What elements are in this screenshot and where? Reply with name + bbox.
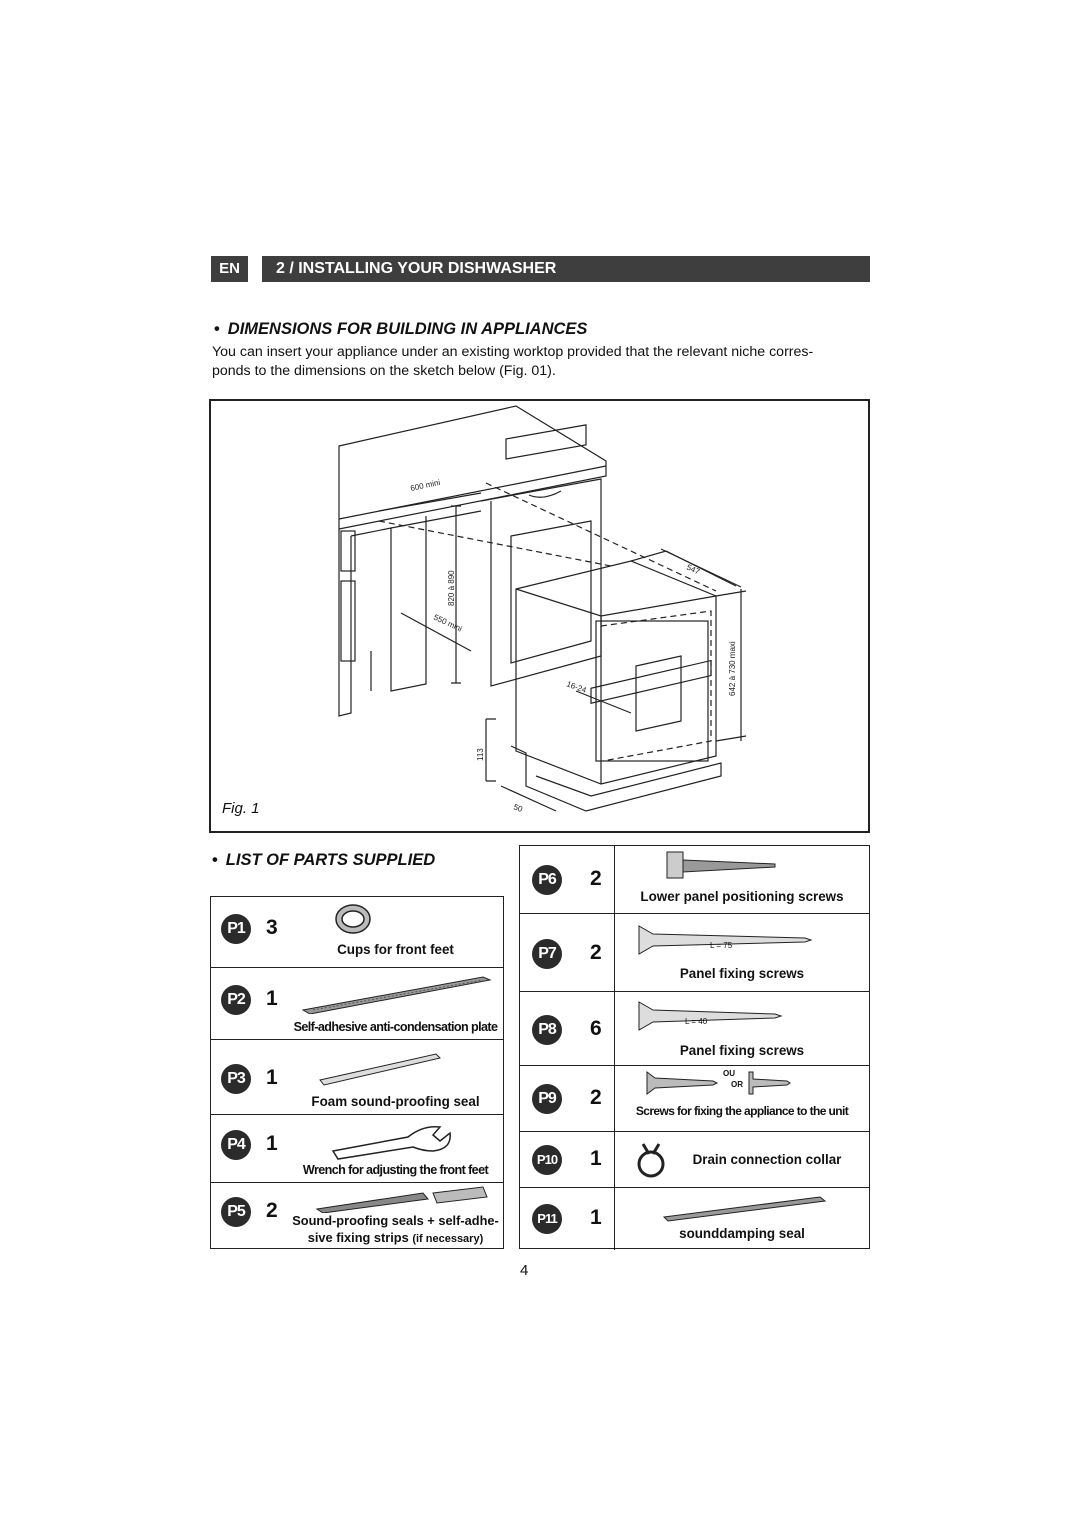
part-description: Wrench for adjusting the front feet xyxy=(288,1115,503,1182)
dim-plinth-height: 113 xyxy=(476,748,485,761)
part-row-p4: P4 1 Wrench for adjusting the front feet xyxy=(211,1115,503,1183)
part-description: Foam sound-proofing seal xyxy=(288,1040,503,1114)
intro-line-1: You can insert your appliance under an e… xyxy=(212,344,814,360)
part-label: Screws for fixing the appliance to the u… xyxy=(635,1104,849,1118)
part-description: L = 40 Panel fixing screws xyxy=(614,992,869,1065)
part-description: Self-adhesive anti-condensation plate xyxy=(288,968,503,1039)
part-row-p1: P1 3 Cups for front feet xyxy=(211,897,503,968)
drain-collar-icon xyxy=(637,1143,665,1178)
foot-cup-icon xyxy=(335,904,371,934)
page-number: 4 xyxy=(520,1262,529,1279)
dim-appliance-depth: 547 xyxy=(685,563,701,577)
part-qty: 2 xyxy=(590,941,602,964)
screw-length: L = 75 xyxy=(710,941,733,950)
language-badge: EN xyxy=(211,256,248,282)
parts-heading-text: LIST OF PARTS SUPPLIED xyxy=(225,851,436,869)
part-qty: 3 xyxy=(266,916,278,939)
part-id-badge: P1 xyxy=(221,914,251,944)
screw-length: L = 40 xyxy=(685,1017,708,1026)
fixing-screw-icon xyxy=(646,1071,719,1095)
part-row-p5: P5 2 Sound-proofing seals + self-adhe- s… xyxy=(211,1183,503,1250)
part-id-badge: P8 xyxy=(532,1015,562,1045)
dimensions-heading-text: DIMENSIONS FOR BUILDING IN APPLIANCES xyxy=(227,320,588,338)
part-row-p9: P9 2 OU OR Screws for fixing the applian… xyxy=(520,1066,869,1132)
installation-sketch: 600 mini 550 mini 820 à 890 547 642 à 73… xyxy=(338,405,747,814)
parts-heading: •LIST OF PARTS SUPPLIED xyxy=(212,851,436,869)
figure-label: Fig. 1 xyxy=(222,800,260,817)
part-qty: 2 xyxy=(266,1199,278,1222)
part-id-badge: P7 xyxy=(532,939,562,969)
part-id-badge: P9 xyxy=(532,1084,562,1114)
alt-fixing-screw-icon xyxy=(748,1071,791,1095)
part-description: Cups for front feet xyxy=(288,897,503,967)
parts-table-left: P1 3 Cups for front feet P2 1 Self-adhes… xyxy=(210,896,504,1249)
part-id-badge: P6 xyxy=(532,865,562,895)
part-row-p10: P10 1 Drain connection collar xyxy=(520,1132,869,1188)
part-label: Foam sound-proofing seal xyxy=(311,1094,480,1109)
dimensions-heading: •DIMENSIONS FOR BUILDING IN APPLIANCES xyxy=(214,320,588,338)
part-row-p2: P2 1 Self-adhesive anti-condensation pla… xyxy=(211,968,503,1040)
part-label: sounddamping seal xyxy=(679,1226,805,1241)
dim-depth-min: 550 mini xyxy=(432,613,463,634)
dim-height-range: 820 à 890 xyxy=(447,570,456,606)
part-qty: 1 xyxy=(590,1206,602,1229)
part-description: L = 75 Panel fixing screws xyxy=(614,914,869,991)
part-label: Cups for front feet xyxy=(337,942,454,957)
part-id-badge: P4 xyxy=(221,1130,251,1160)
dim-door-gap: 16-24 xyxy=(565,679,588,695)
sound-proofing-seals-icon xyxy=(315,1186,488,1213)
chapter-title: 2 / INSTALLING YOUR DISHWASHER xyxy=(262,256,870,282)
part-id-badge: P10 xyxy=(532,1145,562,1175)
part-description: Lower panel positioning screws xyxy=(614,846,869,913)
dimensions-intro: You can insert your appliance under an e… xyxy=(212,343,872,381)
part-id-badge: P2 xyxy=(221,985,251,1015)
parts-table-right: P6 2 Lower panel positioning screws P7 2… xyxy=(519,845,870,1250)
wrench-icon xyxy=(331,1125,451,1160)
part-qty: 1 xyxy=(266,1132,278,1155)
dim-appliance-height: 642 à 730 maxi xyxy=(728,641,737,696)
foam-seal-icon xyxy=(319,1053,441,1086)
or-label-en: OR xyxy=(731,1080,743,1089)
intro-line-2: ponds to the dimensions on the sketch be… xyxy=(212,363,556,379)
anti-condensation-plate-icon xyxy=(301,976,492,1014)
part-label: Self-adhesive anti-condensation plate xyxy=(293,1020,498,1034)
part-description: OU OR Screws for fixing the appliance to… xyxy=(614,1066,869,1131)
part-row-p11: P11 1 sounddamping seal xyxy=(520,1188,869,1250)
part-qty: 1 xyxy=(590,1147,602,1170)
dim-width-min: 600 mini xyxy=(410,478,442,493)
part-description: Sound-proofing seals + self-adhe- sive f… xyxy=(288,1183,503,1250)
part-row-p3: P3 1 Foam sound-proofing seal xyxy=(211,1040,503,1115)
part-label: Lower panel positioning screws xyxy=(640,889,844,904)
part-label-line2-text: sive fixing strips xyxy=(307,1230,409,1245)
part-label-line2: sive fixing strips (if necessary) xyxy=(288,1230,503,1245)
part-row-p7: P7 2 L = 75 Panel fixing screws xyxy=(520,914,869,992)
part-row-p6: P6 2 Lower panel positioning screws xyxy=(520,846,869,914)
part-label: Panel fixing screws xyxy=(679,1043,805,1058)
positioning-screw-icon xyxy=(666,851,776,879)
part-qty: 6 xyxy=(590,1017,602,1040)
part-description: sounddamping seal xyxy=(614,1188,869,1250)
installation-figure: 600 mini 550 mini 820 à 890 547 642 à 73… xyxy=(209,399,870,833)
dim-plinth-depth: 50 xyxy=(512,802,524,814)
part-id-badge: P5 xyxy=(221,1197,251,1227)
part-id-badge: P11 xyxy=(532,1204,562,1234)
part-label: Panel fixing screws xyxy=(679,966,805,981)
short-screw-icon xyxy=(638,1001,783,1031)
part-label: Drain connection collar xyxy=(692,1152,842,1167)
part-row-p8: P8 6 L = 40 Panel fixing screws xyxy=(520,992,869,1066)
part-description: Drain connection collar xyxy=(614,1132,869,1187)
part-qty: 1 xyxy=(266,1066,278,1089)
or-label-fr: OU xyxy=(723,1069,735,1078)
part-label-note: (if necessary) xyxy=(412,1233,484,1245)
part-label-line1: Sound-proofing seals + self-adhe- xyxy=(292,1213,499,1228)
long-screw-icon xyxy=(638,925,813,955)
part-id-badge: P3 xyxy=(221,1064,251,1094)
part-qty: 1 xyxy=(266,987,278,1010)
sounddamping-seal-icon xyxy=(662,1196,827,1222)
part-qty: 2 xyxy=(590,1086,602,1109)
part-qty: 2 xyxy=(590,867,602,890)
part-label: Wrench for adjusting the front feet xyxy=(302,1163,489,1177)
